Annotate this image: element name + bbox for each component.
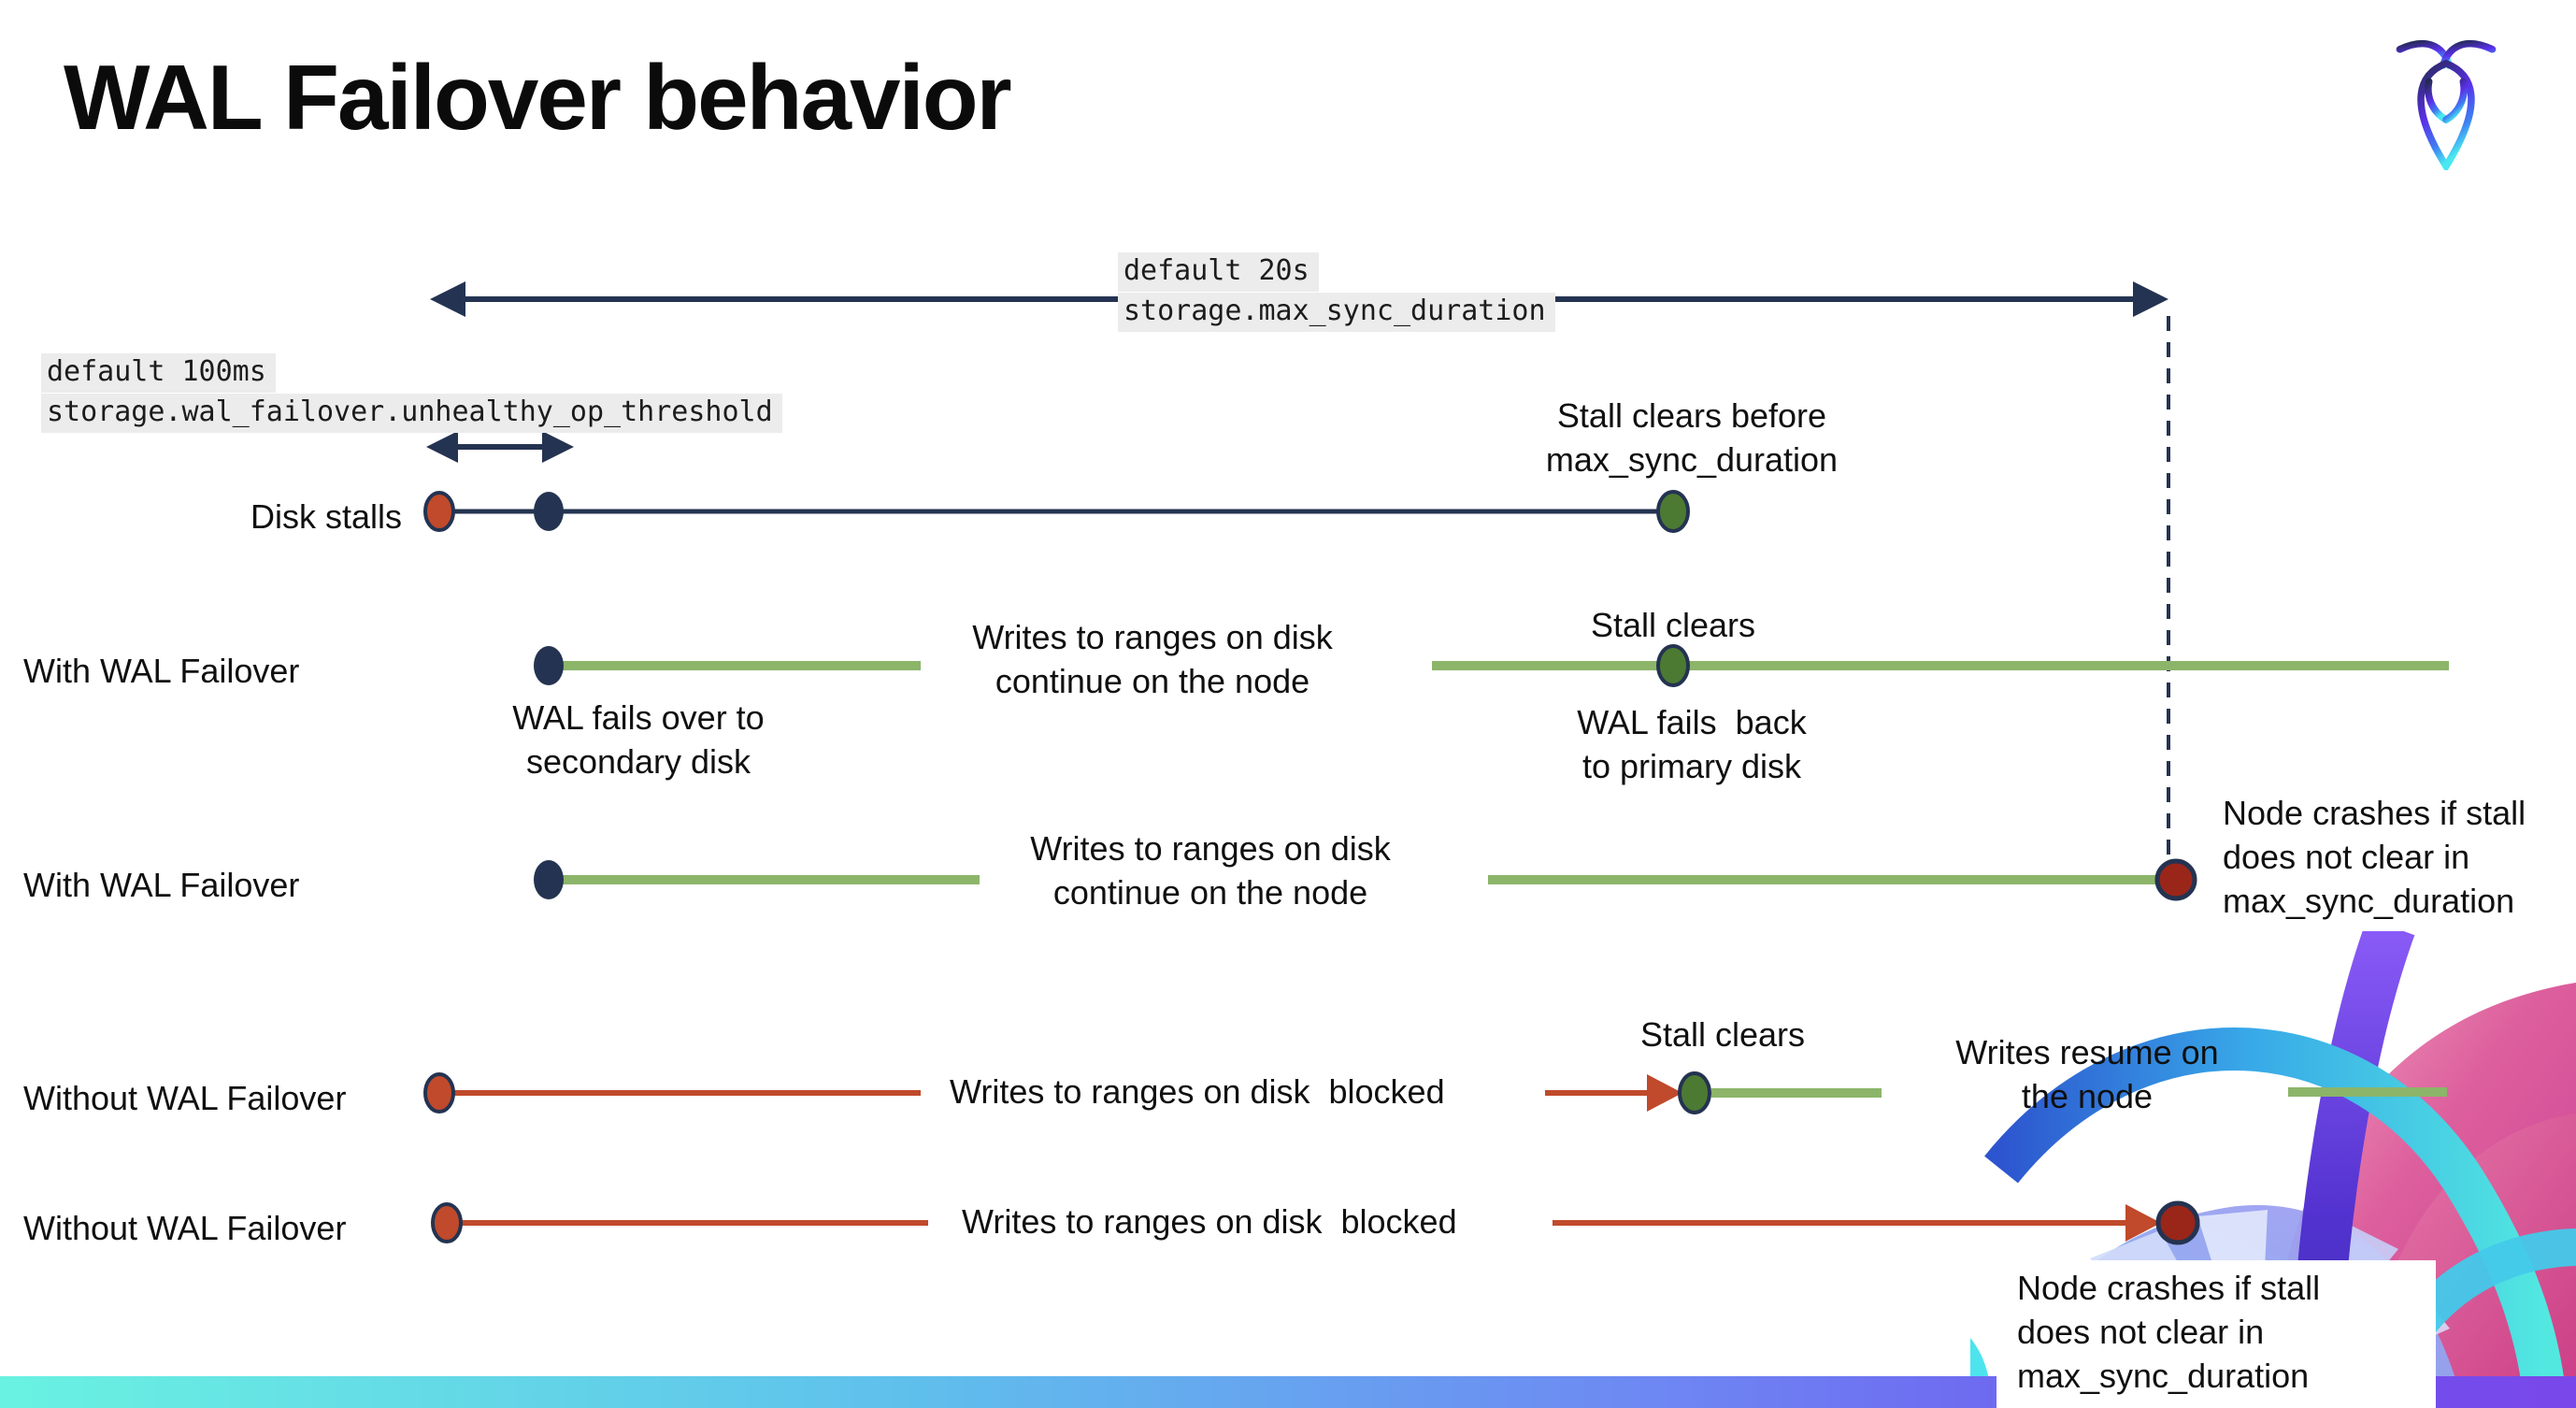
row-label-with-wal-failover-1: With WAL Failover [23, 652, 300, 690]
node-crash-dot [2155, 1200, 2200, 1245]
writes-continue-note-row3: Writes to ranges on disk continue on the… [1030, 829, 1391, 912]
row-label-without-wal-failover-1: Without WAL Failover [23, 1079, 347, 1117]
arrow-head-right [2133, 281, 2168, 317]
writes-blocked-arrow-head [1647, 1074, 1682, 1112]
arrow-head-left [430, 281, 465, 317]
row-label-disk-stalls: Disk stalls [250, 497, 402, 536]
node-crashes-note-row5: Node crashes if stall does not clear in … [2017, 1269, 2321, 1395]
row-disk-stalls [423, 490, 1690, 533]
writes-resume-note: Writes resume on the node [1955, 1033, 2219, 1115]
cockroach-logo-icon [2396, 39, 2497, 170]
wal-failover-dot [534, 860, 564, 899]
max-sync-duration-label: default 20s storage.max_sync_duration [1118, 252, 1555, 333]
stall-start-dot [423, 491, 455, 532]
writes-continue-note-row2: Writes to ranges on disk continue on the… [972, 618, 1333, 700]
stall-clears-note-row4: Stall clears [1639, 1015, 1806, 1054]
row-label-with-wal-failover-2: With WAL Failover [23, 866, 300, 904]
writes-blocked-note-row4: Writes to ranges on disk blocked [950, 1072, 1445, 1111]
arrow-head-left [426, 431, 458, 463]
wal-failover-dot [534, 646, 564, 685]
stall-clears-before-note: Stall clears before max_sync_duration [1545, 396, 1839, 479]
stall-clears-note-row2: Stall clears [1590, 606, 1756, 644]
wal-fails-over-note: WAL fails over to secondary disk [512, 698, 765, 781]
node-crash-dot [2154, 858, 2197, 901]
stall-clears-dot [1678, 1071, 1711, 1114]
unhealthy-op-threshold-arrow [426, 431, 574, 463]
unhealthy-op-threshold-label: default 100ms storage.wal_failover.unhea… [41, 353, 782, 434]
stall-start-dot [431, 1202, 463, 1243]
failover-threshold-dot [534, 492, 564, 531]
row-label-without-wal-failover-2: Without WAL Failover [23, 1209, 347, 1247]
row-with-wal-failover-crash [534, 858, 2197, 901]
logo-wing-right [2442, 78, 2468, 123]
writes-blocked-note-row5: Writes to ranges on disk blocked [962, 1202, 1457, 1241]
wal-fails-back-note: WAL fails back to primary disk [1577, 703, 1807, 785]
row-without-wal-failover-crash [431, 1200, 2200, 1245]
art-blue-arc [1984, 1027, 2568, 1408]
node-crashes-note-row3: Node crashes if stall does not clear in … [2223, 794, 2526, 920]
row-without-wal-failover-clears [423, 1071, 2447, 1114]
stall-clears-dot [1656, 490, 1690, 533]
node-crash-callout-box: Node crashes if stall does not clear in … [1996, 1260, 2436, 1408]
logo-wing-left [2425, 78, 2450, 123]
stall-clears-dot [1656, 644, 1690, 687]
row-with-wal-failover-clears [534, 644, 2449, 687]
stall-start-dot [423, 1072, 455, 1113]
writes-blocked-arrow-head [2125, 1204, 2161, 1242]
arrow-head-right [542, 431, 574, 463]
page-title: WAL Failover behavior [64, 46, 1012, 149]
